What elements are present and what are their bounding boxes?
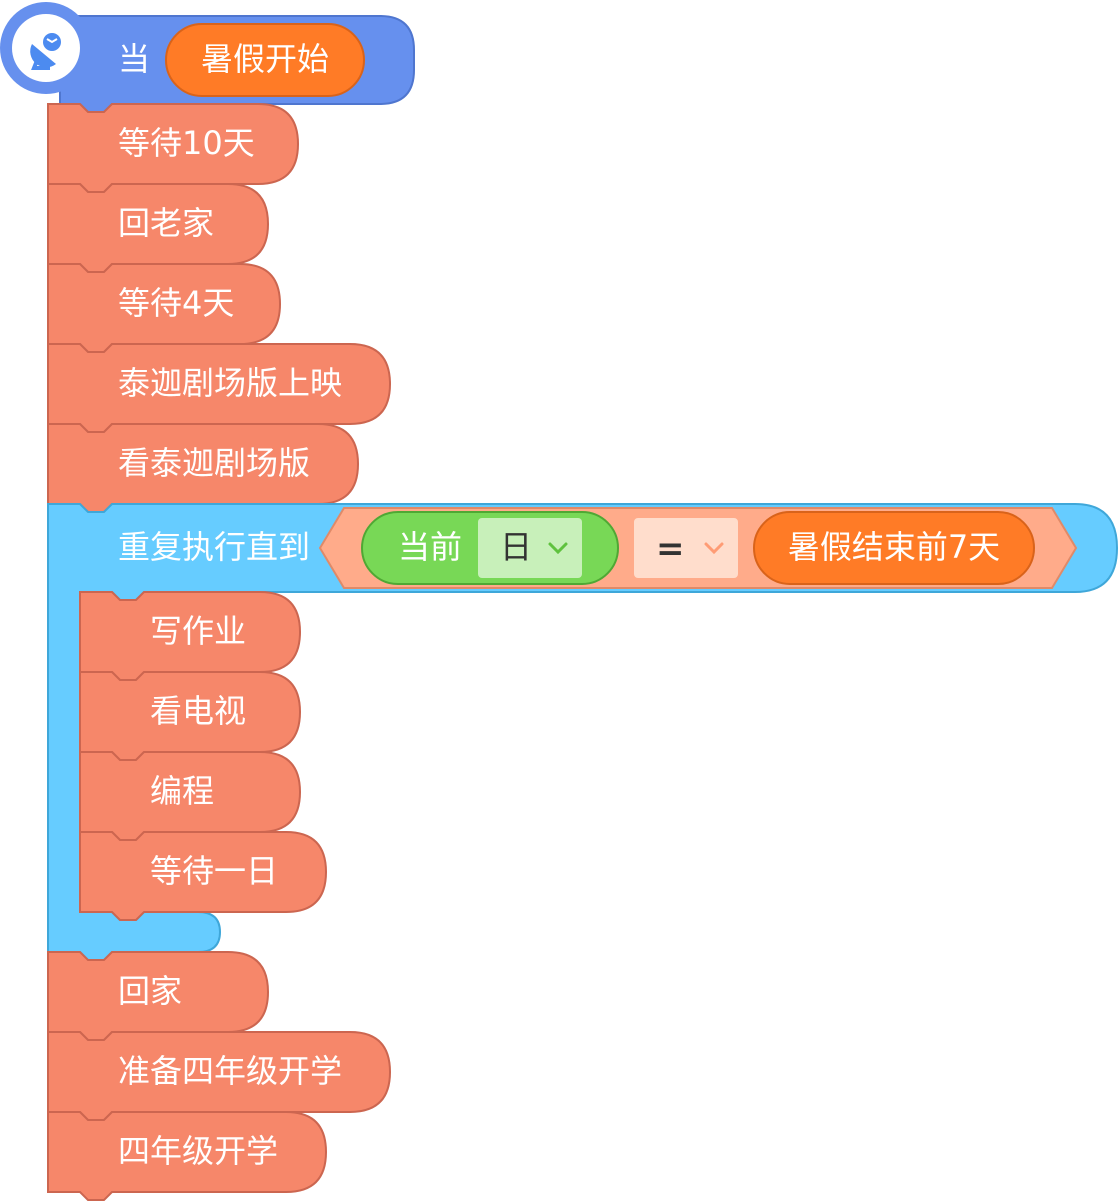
stack-block[interactable]: 泰迦剧场版上映 bbox=[47, 343, 392, 433]
target-date-text: 暑假结束前7天 bbox=[788, 528, 1000, 566]
stack-block[interactable]: 等待10天 bbox=[47, 103, 300, 193]
stack-block-label: 等待10天 bbox=[118, 124, 255, 162]
stack-block-label: 泰迦剧场版上映 bbox=[118, 364, 342, 402]
event-name-reporter[interactable]: 暑假开始 bbox=[165, 23, 365, 97]
stack-block-label: 四年级开学 bbox=[118, 1132, 278, 1170]
current-date-reporter[interactable]: 当前 日 bbox=[361, 511, 619, 585]
loop-condition[interactable]: 当前 日 = 暑假结束前7天 bbox=[318, 507, 1078, 589]
stack-block-label: 看电视 bbox=[150, 692, 246, 730]
stack-block[interactable]: 回老家 bbox=[47, 183, 270, 273]
target-date-reporter[interactable]: 暑假结束前7天 bbox=[753, 511, 1035, 585]
stack-block[interactable]: 四年级开学 bbox=[47, 1111, 328, 1201]
chevron-down-icon bbox=[548, 542, 568, 555]
satellite-dish-icon bbox=[30, 33, 61, 70]
operator-dropdown[interactable]: = bbox=[634, 518, 738, 578]
stack-block-label: 写作业 bbox=[150, 612, 246, 650]
stack-block[interactable]: 准备四年级开学 bbox=[47, 1031, 392, 1121]
repeat-until-label: 重复执行直到 bbox=[118, 528, 310, 566]
stack-block[interactable]: 等待一日 bbox=[79, 831, 328, 921]
current-date-label: 当前 bbox=[398, 528, 462, 566]
stack-block-body bbox=[47, 1111, 328, 1201]
stack-block-label: 等待4天 bbox=[118, 284, 234, 322]
stack-block-label: 准备四年级开学 bbox=[118, 1052, 342, 1090]
hat-label: 当 bbox=[118, 40, 150, 78]
date-unit-dropdown[interactable]: 日 bbox=[478, 518, 582, 578]
date-unit-value: 日 bbox=[500, 528, 532, 566]
stack-block-label: 看泰迦剧场版 bbox=[118, 444, 310, 482]
stack-block[interactable]: 看泰迦剧场版 bbox=[47, 423, 360, 513]
stack-block-body bbox=[79, 831, 328, 921]
stack-block-label: 编程 bbox=[150, 772, 214, 810]
stack-block[interactable]: 编程 bbox=[79, 751, 302, 841]
stack-block[interactable]: 看电视 bbox=[79, 671, 302, 761]
stack-block-label: 回老家 bbox=[118, 204, 214, 242]
stack-block[interactable]: 回家 bbox=[47, 951, 270, 1041]
stack-block-label: 等待一日 bbox=[150, 852, 278, 890]
chevron-down-icon bbox=[704, 542, 724, 555]
event-hat-block[interactable]: 当 暑假开始 bbox=[0, 2, 415, 113]
stack-block[interactable]: 等待4天 bbox=[47, 263, 282, 353]
stack-block[interactable]: 写作业 bbox=[79, 591, 302, 681]
stack-block-label: 回家 bbox=[118, 972, 182, 1010]
event-name-text: 暑假开始 bbox=[201, 40, 329, 78]
operator-value: = bbox=[656, 529, 685, 569]
